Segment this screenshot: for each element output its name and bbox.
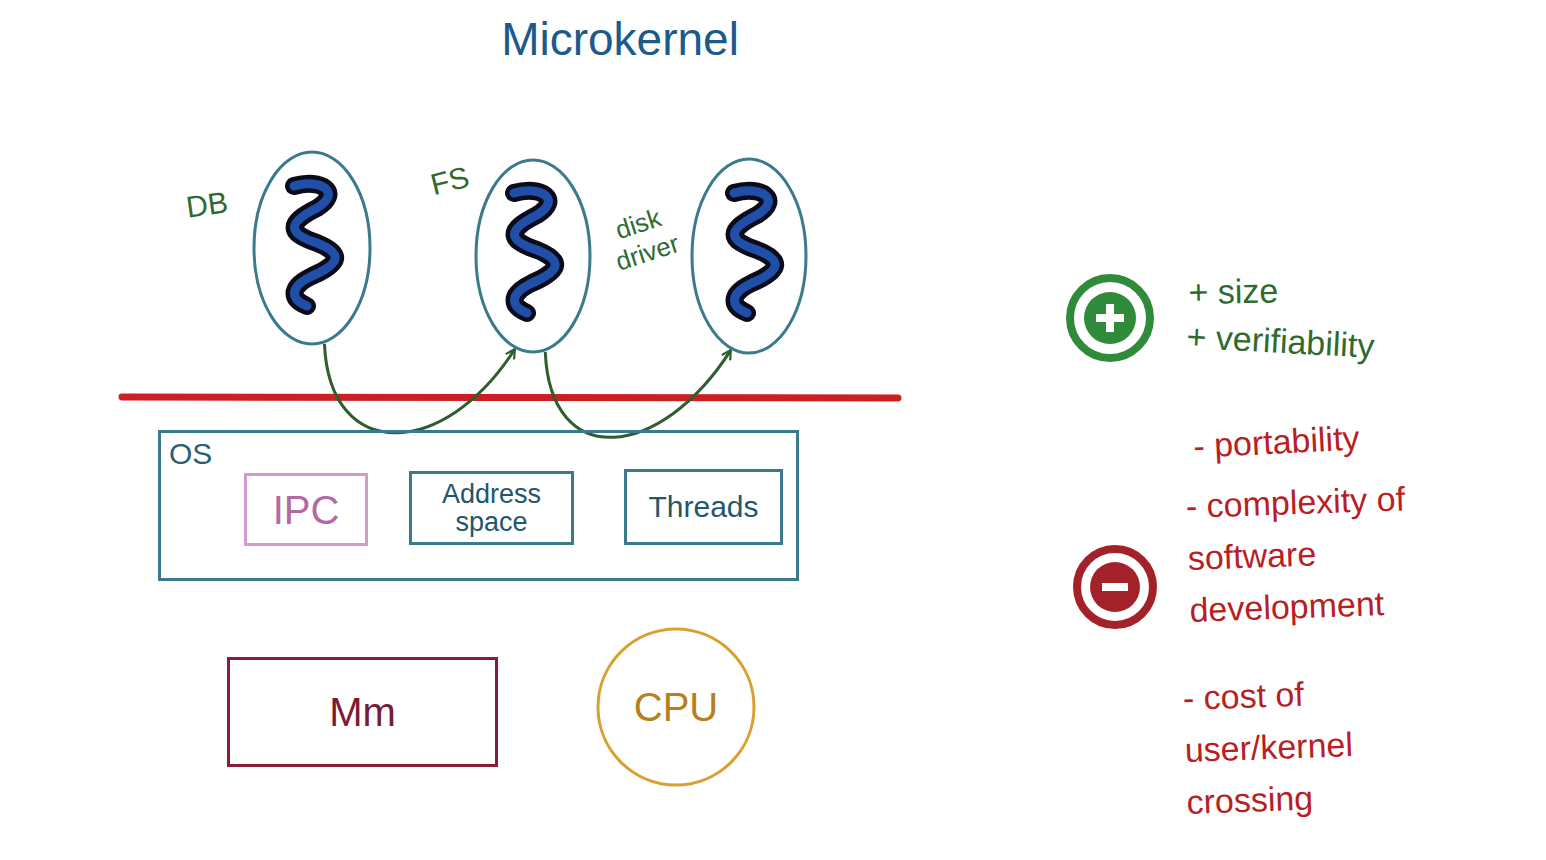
node-outline — [252, 150, 372, 346]
node-text: IPC — [273, 487, 340, 533]
node-text: FS — [424, 159, 475, 203]
kernel-component: Threads — [624, 469, 783, 545]
kernel-component: IPC — [244, 473, 368, 546]
thread-symbol — [514, 191, 555, 313]
node-text: Threads — [648, 490, 758, 525]
node-outline-shape — [598, 629, 754, 785]
node-outline-shape — [692, 159, 806, 353]
con-point: - complexity of software development — [1185, 470, 1480, 636]
node-text: DB — [170, 183, 244, 227]
node-text: disk driver — [597, 198, 690, 279]
kernel-component: Address space — [409, 471, 574, 545]
node-outline-shape — [254, 152, 370, 344]
thread-symbol — [294, 184, 335, 306]
node-outline — [690, 157, 808, 355]
node-text: Address space — [417, 480, 566, 537]
diagram-title: Microkernel — [501, 12, 739, 66]
minus-icon — [1077, 549, 1153, 625]
node-text: OS — [169, 437, 212, 472]
pro-point: + size — [1188, 261, 1489, 318]
memory-box: Mm — [227, 657, 498, 767]
flow-arrow — [545, 350, 731, 437]
kernel-box: OS IPC Address space Threads — [158, 430, 799, 581]
node-outline-shape — [476, 160, 590, 352]
process-ellipse: DB — [252, 150, 372, 346]
kernel-boundary — [122, 397, 898, 398]
node-outline — [474, 158, 592, 354]
con-point: - portability — [1192, 403, 1514, 472]
plus-icon — [1070, 278, 1150, 358]
process-ellipse: disk driver — [690, 157, 808, 355]
cpu-circle: CPU — [596, 627, 756, 787]
flow-arrow — [324, 344, 514, 433]
pro-point: + verifiability — [1185, 310, 1527, 380]
node-text: Mm — [329, 689, 396, 735]
con-point: - cost of user/kernel crossing — [1182, 662, 1477, 828]
thread-symbol — [734, 191, 775, 313]
process-ellipse: FS — [474, 158, 592, 354]
node-text: CPU — [634, 684, 718, 730]
